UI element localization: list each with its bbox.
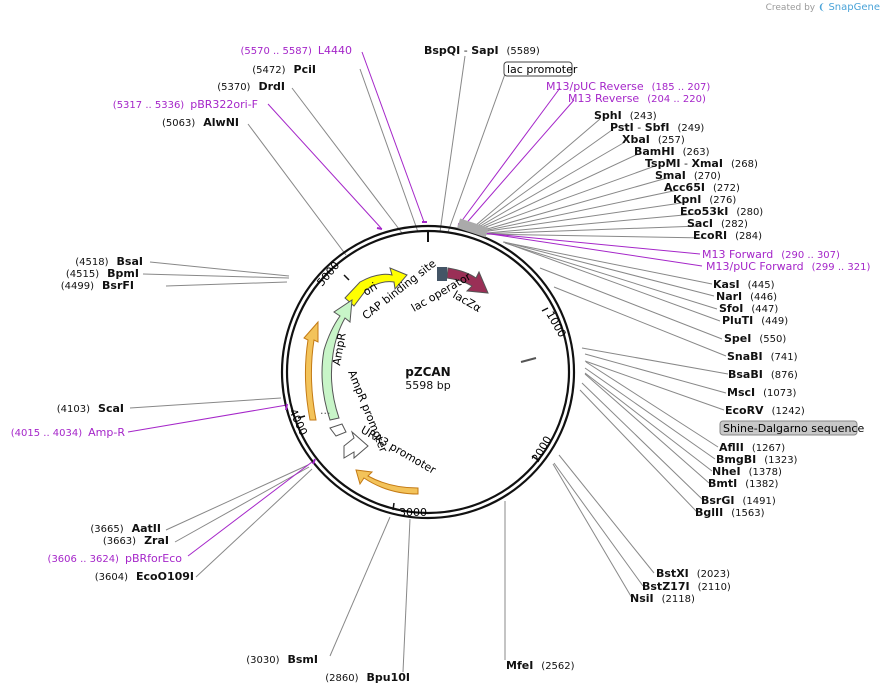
shine-dalgarno-label: Shine-Dalgarno sequence (723, 422, 864, 435)
enzyme-nhei: NheI(1378) (712, 465, 782, 478)
enzyme-bamhi: BamHI(263) (634, 145, 710, 158)
primer-m13-reverse: M13 Reverse(204 .. 220) (568, 92, 706, 105)
enzyme-xbai: XbaI(257) (622, 133, 685, 146)
enzyme-sfoi: SfoI(447) (719, 302, 778, 315)
lac-promoter-label: lac promoter (507, 63, 578, 76)
enzyme-zrai: (3663)ZraI (103, 534, 169, 547)
orange-feature-left (303, 320, 319, 421)
enzyme-bsrfi: (4499)BsrFI (61, 279, 134, 292)
enzyme-bpu10i: (2860)Bpu10I (325, 671, 410, 684)
enzyme-bsmi: (3030)BsmI (246, 653, 318, 666)
enzyme-bglii: BglII(1563) (695, 506, 765, 519)
enzyme-nari: NarI(446) (716, 290, 777, 303)
enzyme-tspmi-xmai: TspMI - XmaI(268) (645, 157, 758, 170)
ori-label: ori (361, 280, 380, 299)
ampr-label: AmpR (330, 332, 349, 367)
ura3-promoter-label: URA3 promoter (359, 423, 439, 477)
ura3-promoter-feature (343, 430, 369, 460)
enzyme-sphi: SphI(243) (594, 109, 657, 122)
orange-feature-bottom (355, 469, 419, 495)
primer-m13-forward: M13 Forward(290 .. 307) (702, 248, 840, 261)
enzyme-psti-sbfi: PstI - SbfI(249) (610, 121, 704, 134)
shine-dalgarno-box (719, 420, 858, 436)
enzyme-ecoo109i: (3604)EcoO109I (95, 570, 194, 583)
enzyme-bpmi: (4515)BpmI (66, 267, 139, 280)
enzyme-bsai: (4518)BsaI (75, 255, 143, 268)
tick-label-3000: 3000 (399, 506, 427, 519)
primer-m13-puc-forward: M13/pUC Forward(299 .. 321) (706, 260, 870, 273)
tick-marks (297, 274, 549, 511)
snapgene-credit: Created by ❨ SnapGene (766, 2, 880, 13)
snapgene-logo-icon: ❨ (818, 3, 826, 13)
credit-brand: SnapGene (828, 2, 880, 13)
enzyme-pcii: (5472)PciI (252, 63, 316, 76)
primer-pbrforeco: (3606 .. 3624)pBRforEco (48, 552, 183, 565)
primer-pbr322ori-f: (5317 .. 5336)pBR322ori-F (113, 98, 258, 111)
primer-markers (285, 221, 487, 465)
enzyme-spei: SpeI(550) (724, 332, 786, 345)
ampr-promoter-feature (329, 423, 347, 437)
primer-m13-puc-reverse: M13/pUC Reverse(185 .. 207) (546, 80, 710, 93)
enzyme-alwni: (5063)AlwNI (162, 116, 239, 129)
lac-operator-feature (437, 267, 447, 281)
ori-feature (344, 267, 408, 307)
lacZa-feature (446, 267, 489, 294)
enzyme-bsrgi: BsrGI(1491) (701, 494, 776, 507)
shine-dalgarno-marker (520, 357, 537, 363)
ampr-dots: ... (320, 404, 331, 417)
enzyme-bsabi: BsaBI(876) (728, 368, 798, 381)
enzyme-smai: SmaI(270) (655, 169, 721, 182)
leader-lines (129, 55, 729, 673)
enzyme-nsii: NsiI(2118) (630, 592, 695, 605)
credit-prefix: Created by (765, 3, 816, 13)
enzymes-right: BspQI - SapI(5589) SphI(243) PstI - SbfI… (424, 44, 805, 672)
enzyme-saci: SacI(282) (687, 217, 748, 230)
enzyme-aflii: AflII(1267) (719, 441, 785, 454)
enzyme-aatii: (3665)AatII (90, 522, 161, 535)
enzyme-bstxi: BstXI(2023) (656, 567, 730, 580)
plasmid-name: pZCAN (405, 365, 450, 379)
plasmid-length: 5598 bp (405, 379, 450, 392)
enzyme-ecori: EcoRI(284) (693, 229, 762, 242)
enzyme-pluti: PluTI(449) (722, 314, 788, 327)
ampr-feature (321, 299, 353, 421)
backbone-outer (280, 224, 576, 520)
primer-amp-r: (4015 .. 4034)Amp-R (11, 426, 126, 439)
enzyme-bspqi-sapi: BspQI - SapI(5589) (424, 44, 540, 57)
enzyme-ecorv: EcoRV(1242) (725, 404, 805, 417)
primer-l4440: (5570 .. 5587)L4440 (240, 44, 352, 57)
primer-lines (127, 51, 703, 557)
enzyme-bstz17i: BstZ17I(2110) (642, 580, 731, 593)
mcs-block (457, 218, 489, 238)
enzyme-bmti: BmtI(1382) (708, 477, 779, 490)
enzyme-drdi: (5370)DrdI (217, 80, 285, 93)
enzyme-snabi: SnaBI(741) (727, 350, 798, 363)
primer-labels: (5570 .. 5587)L4440 (5317 .. 5336)pBR322… (11, 44, 871, 565)
enzyme-bmgbi: BmgBI(1323) (716, 453, 798, 466)
enzyme-msci: MscI(1073) (727, 386, 796, 399)
enzyme-mfei: MfeI(2562) (506, 659, 575, 672)
enzyme-kpni: KpnI(276) (673, 193, 736, 206)
enzyme-scai: (4103)ScaI (57, 402, 124, 415)
enzyme-acc65i: Acc65I(272) (664, 181, 740, 194)
enzyme-kasi: KasI(445) (713, 278, 775, 291)
lac-promoter-box (503, 61, 573, 77)
enzymes-left: (5472)PciI (5370)DrdI (5063)AlwNI (4518)… (57, 63, 410, 684)
enzyme-eco53ki: Eco53kI(280) (680, 205, 763, 218)
